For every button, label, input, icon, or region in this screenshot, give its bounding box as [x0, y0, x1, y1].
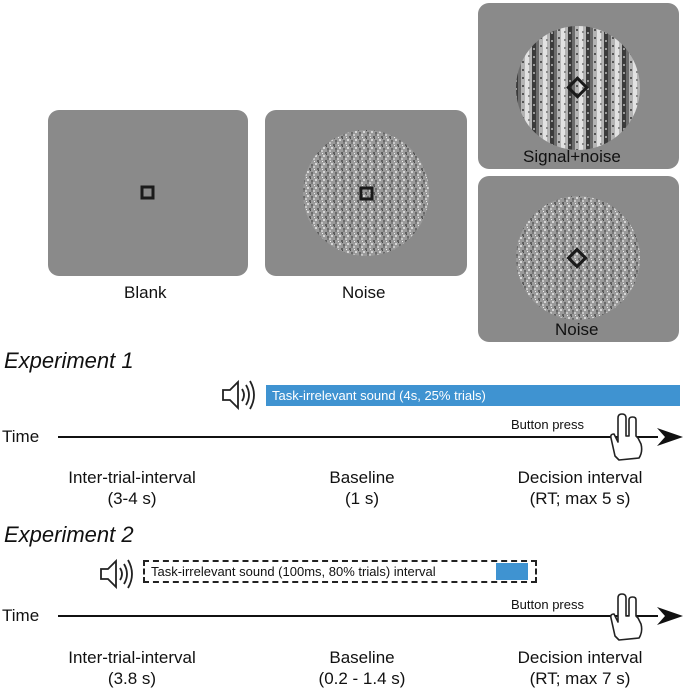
- time-label-2: Time: [2, 606, 40, 625]
- button-press-label-1: Button press: [511, 417, 584, 432]
- noise-panel: [265, 110, 467, 276]
- signal-noise-panel: Signal+noise: [478, 3, 679, 169]
- phase2-2: Baseline (0.2 - 1.4 s): [282, 647, 442, 689]
- phase1-2: Inter-trial-interval (3.8 s): [32, 647, 232, 689]
- blank-panel: [48, 110, 248, 276]
- pointing-hand-icon: [610, 413, 643, 461]
- phase2-name-1: Baseline: [329, 468, 395, 487]
- experiment2-title: Experiment 2: [4, 522, 134, 547]
- noise-right-label: Noise: [555, 320, 599, 339]
- sound-chip: [496, 563, 528, 580]
- phase3-value-1: (RT; max 5 s): [529, 489, 631, 508]
- blank-label: Blank: [124, 283, 167, 302]
- phase3-1: Decision interval (RT; max 5 s): [490, 467, 670, 509]
- noise-label: Noise: [342, 283, 386, 302]
- timeline-1: [58, 436, 658, 438]
- phase2-value-1: (1 s): [345, 489, 379, 508]
- phase1-value-2: (3.8 s): [107, 669, 157, 688]
- arrow-right-icon-2: [657, 607, 683, 625]
- time-label-1: Time: [2, 427, 40, 446]
- noise-stimulus-right: [516, 196, 640, 320]
- phase3-name-2: Decision interval: [517, 648, 643, 667]
- phase2-1: Baseline (1 s): [282, 467, 442, 509]
- phase1-1: Inter-trial-interval (3-4 s): [32, 467, 232, 509]
- noise-stimulus: [303, 130, 429, 256]
- phase1-value-1: (3-4 s): [107, 489, 157, 508]
- phase3-value-2: (RT; max 7 s): [529, 669, 631, 688]
- phase2-value-2: (0.2 - 1.4 s): [318, 669, 406, 688]
- noise-panel-right: Noise: [478, 176, 679, 342]
- phase2-name-2: Baseline: [329, 648, 395, 667]
- button-press-label-2: Button press: [511, 597, 584, 612]
- phase3-name-1: Decision interval: [517, 468, 643, 487]
- experiment1-title: Experiment 1: [4, 348, 134, 373]
- grating-stimulus: [516, 26, 640, 150]
- phase1-name-2: Inter-trial-interval: [68, 648, 196, 667]
- pointing-hand-icon-2: [610, 593, 643, 641]
- phase3-2: Decision interval (RT; max 7 s): [490, 647, 670, 689]
- fixation-square: [140, 185, 155, 200]
- sound-interval-box: [143, 560, 537, 583]
- signal-noise-label: Signal+noise: [523, 147, 621, 166]
- phase1-name-1: Inter-trial-interval: [68, 468, 196, 487]
- sound-bar: Task-irrelevant sound (4s, 25% trials): [266, 385, 680, 406]
- speaker-icon-2: [100, 558, 133, 590]
- sound-interval-text: Task-irrelevant sound (100ms, 80% trials…: [151, 564, 436, 579]
- arrow-right-icon: [657, 428, 683, 446]
- speaker-icon: [222, 379, 255, 411]
- timeline-2: [58, 615, 658, 617]
